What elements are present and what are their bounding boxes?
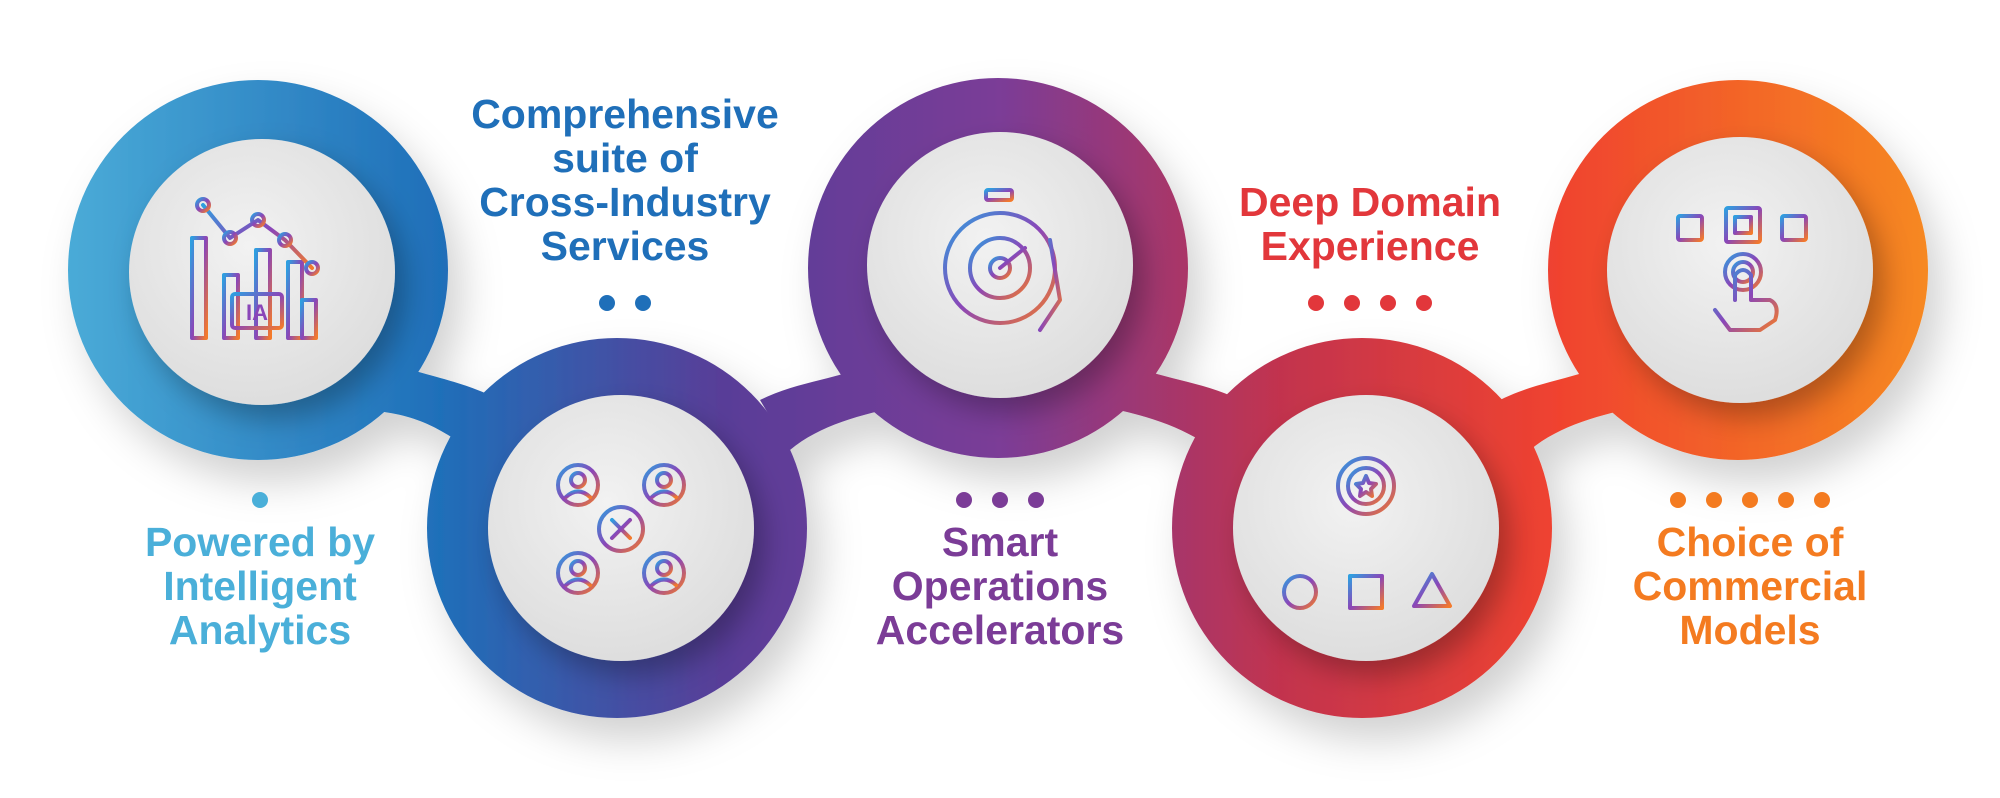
dot [1706, 492, 1722, 508]
caption-step-4-line-2: Experience [1260, 223, 1480, 269]
analytics-icon-label: IA [246, 300, 268, 325]
caption-step-4-line-1: Deep Domain [1239, 179, 1501, 225]
dot [1670, 492, 1686, 508]
dot [1380, 295, 1396, 311]
caption-step-2-line-1: Comprehensive [471, 91, 779, 137]
caption-step-3-line-2: Operations [891, 563, 1109, 609]
dot [1028, 492, 1044, 508]
dots-step-3 [820, 492, 1180, 508]
caption-step-1-line-2: Intelligent [163, 563, 357, 609]
dot [992, 492, 1008, 508]
caption-step-5-line-1: Choice of [1656, 519, 1844, 565]
connector-3-4 [1095, 360, 1240, 450]
connector-2-3 [760, 360, 905, 450]
caption-step-2-line-4: Services [540, 223, 710, 269]
caption-step-2-line-2: suite of [552, 135, 698, 181]
dot [252, 492, 268, 508]
caption-step-1: Powered by Intelligent Analytics [100, 520, 420, 652]
caption-step-5-line-2: Commercial [1632, 563, 1868, 609]
analytics-chart-icon [183, 197, 327, 342]
caption-step-1-line-1: Powered by [144, 519, 376, 565]
gear-hierarchy-icon [1282, 456, 1452, 610]
dot [1308, 295, 1324, 311]
icon-circle-1 [129, 139, 395, 405]
connector-1-2 [350, 360, 500, 450]
dots-step-1 [100, 492, 420, 508]
dot [599, 295, 615, 311]
dots-step-5 [1570, 492, 1930, 508]
dot [635, 295, 651, 311]
dot [1814, 492, 1830, 508]
dot [1416, 295, 1432, 311]
caption-step-4: Deep Domain Experience [1190, 180, 1550, 268]
dot [1742, 492, 1758, 508]
caption-step-5-line-3: Models [1679, 607, 1821, 653]
caption-step-3-line-3: Accelerators [875, 607, 1125, 653]
caption-step-5: Choice of Commercial Models [1570, 520, 1930, 652]
caption-step-3-line-1: Smart [941, 519, 1059, 565]
caption-step-2-line-3: Cross-Industry [479, 179, 771, 225]
dot [1344, 295, 1360, 311]
caption-step-3: Smart Operations Accelerators [820, 520, 1180, 652]
caption-step-1-line-3: Analytics [168, 607, 352, 653]
dots-step-4 [1190, 295, 1550, 311]
dot [1778, 492, 1794, 508]
dot [956, 492, 972, 508]
caption-step-2: Comprehensive suite of Cross-Industry Se… [445, 92, 805, 268]
dots-step-2 [445, 295, 805, 311]
chip-touch-icon [1676, 206, 1808, 332]
network-gear-people-icon [556, 463, 686, 595]
connector-4-5 [1500, 360, 1645, 450]
stopwatch-speed-icon [903, 188, 1062, 332]
icon-circle-3 [867, 132, 1133, 398]
